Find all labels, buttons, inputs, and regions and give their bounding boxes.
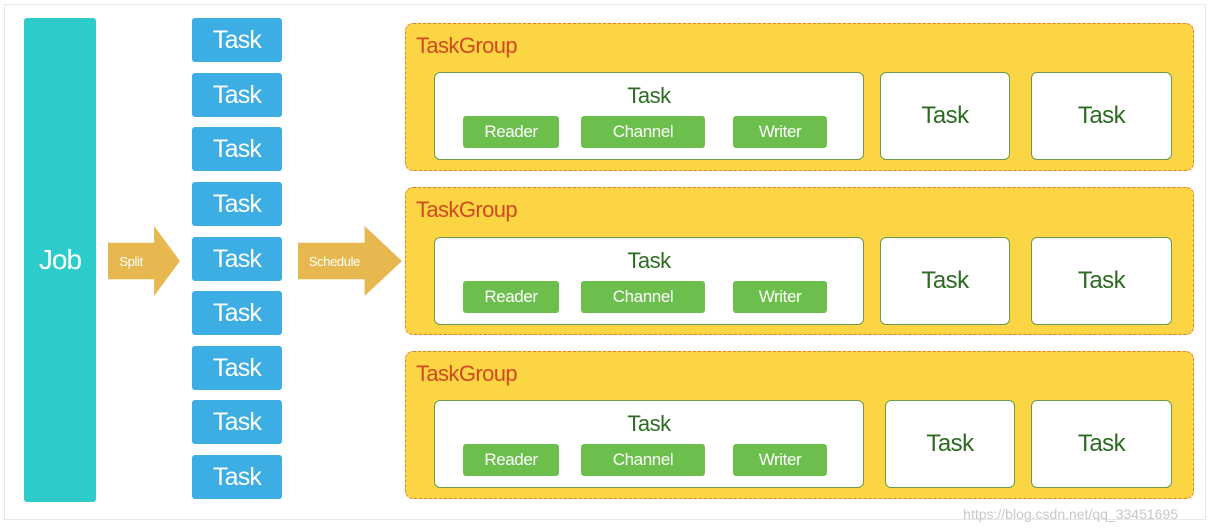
taskgroup-title: TaskGroup [416,33,518,58]
split-task-label: Task [212,244,262,273]
split-task: Task [192,73,282,117]
taskgroup-task: Task [1031,237,1172,325]
job-block: Job [24,18,96,502]
split-task: Task [192,346,282,390]
diagram-frame [4,4,1206,520]
split-task: Task [192,127,282,171]
taskgroup-title: TaskGroup [416,197,518,222]
split-task-label: Task [212,407,262,436]
split-arrow-label: Split [119,253,143,269]
main-task-title: Task [627,411,671,436]
channel-chip: Channel [581,116,705,148]
writer-chip: Writer [733,444,827,476]
taskgroup-task: Task [1031,400,1172,488]
taskgroup-main-task: Task Reader Channel Writer [434,237,864,325]
split-task-label: Task [212,134,262,163]
taskgroup-main-task: Task Reader Channel Writer [434,400,864,488]
taskgroup-task: Task [880,72,1010,160]
main-task-title: Task [627,248,671,273]
channel-chip: Channel [581,281,705,313]
writer-chip: Writer [733,281,827,313]
split-task: Task [192,455,282,499]
split-task-label: Task [212,462,262,491]
split-task: Task [192,291,282,335]
reader-chip: Reader [463,116,559,148]
split-task-label: Task [212,25,262,54]
split-task-label: Task [212,189,262,218]
taskgroup-title: TaskGroup [416,361,518,386]
channel-chip: Channel [581,444,705,476]
schedule-arrow-label: Schedule [308,253,360,269]
taskgroup: TaskGroup Task Reader Channel Writer Tas… [405,23,1194,171]
split-task-label: Task [212,353,262,382]
watermark: https://blog.csdn.net/qq_33451695 [963,506,1178,522]
main-task-title: Task [627,83,671,108]
split-task: Task [192,182,282,226]
taskgroup: TaskGroup Task Reader Channel Writer Tas… [405,351,1194,499]
taskgroup-task: Task [1031,72,1172,160]
reader-chip: Reader [463,281,559,313]
split-task: Task [192,237,282,281]
taskgroup-main-task: Task Reader Channel Writer [434,72,864,160]
split-task-label: Task [212,298,262,327]
split-task-label: Task [212,80,262,109]
job-label: Job [38,244,82,275]
split-task: Task [192,400,282,444]
taskgroup-task: Task [885,400,1015,488]
writer-chip: Writer [733,116,827,148]
split-task: Task [192,18,282,62]
reader-chip: Reader [463,444,559,476]
taskgroup-task: Task [880,237,1010,325]
taskgroup: TaskGroup Task Reader Channel Writer Tas… [405,187,1194,335]
